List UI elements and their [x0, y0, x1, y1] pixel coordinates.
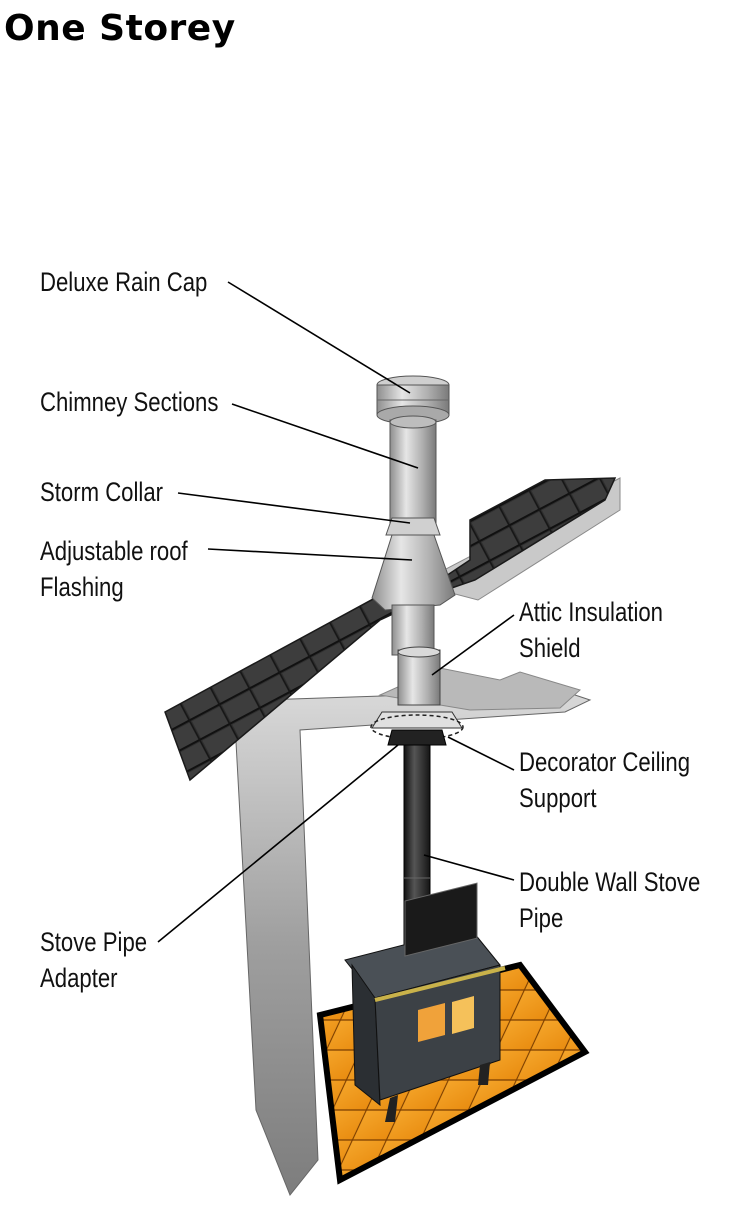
label-chimney-sections: Chimney Sections — [40, 387, 219, 417]
label-adapter-line2: Adapter — [40, 963, 118, 993]
roof-flashing-graphic — [371, 534, 456, 611]
chimney-section-upper — [389, 419, 437, 531]
label-ceiling-support-line1: Decorator Ceiling — [519, 747, 691, 777]
label-ceiling-support-line2: Support — [519, 783, 597, 813]
attic-shield-graphic — [397, 649, 441, 706]
label-storm-collar: Storm Collar — [40, 477, 164, 507]
page-title: One Storey — [4, 8, 236, 49]
label-stove-pipe-line1: Double Wall Stove — [519, 867, 701, 897]
label-attic-shield-line1: Attic Insulation — [519, 597, 663, 627]
label-attic-shield-line2: Shield — [519, 633, 581, 663]
label-adapter-line1: Stove Pipe — [40, 927, 148, 957]
leader-lines — [157, 281, 515, 943]
chimney-section-lower — [391, 604, 435, 656]
label-roof-flashing-line1: Adjustable roof — [40, 536, 188, 566]
label-roof-flashing-line2: Flashing — [40, 572, 124, 602]
label-stove-pipe-line2: Pipe — [519, 903, 564, 933]
label-deluxe-rain-cap: Deluxe Rain Cap — [40, 267, 208, 297]
wood-stove — [344, 882, 506, 1122]
